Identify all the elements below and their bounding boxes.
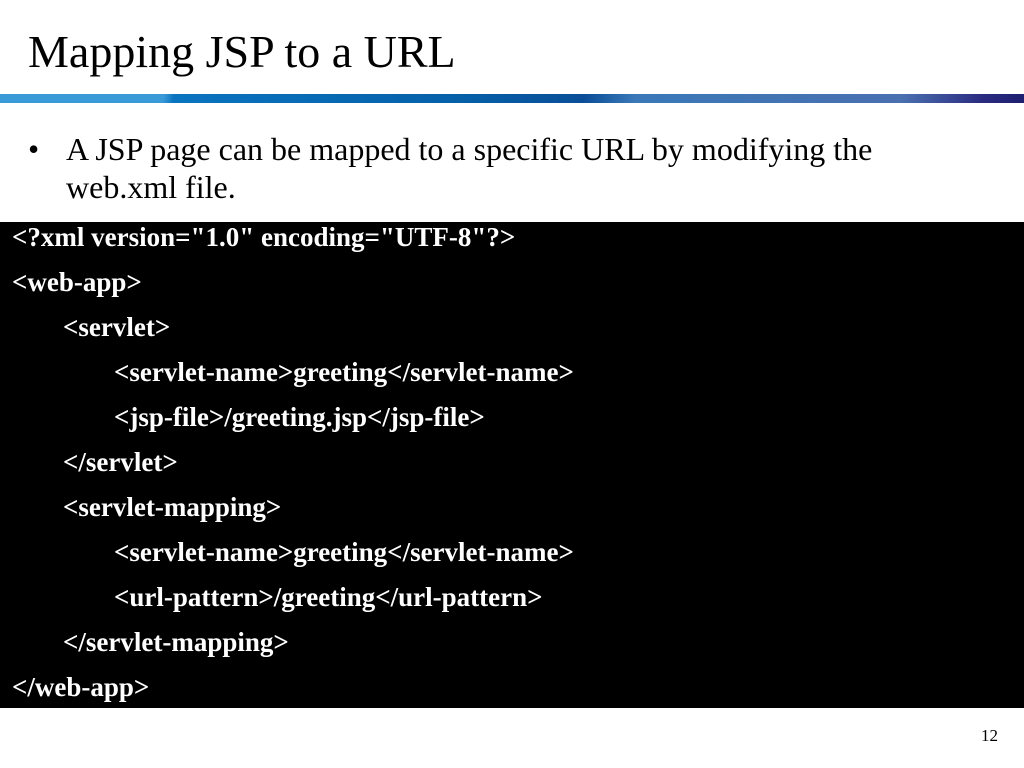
bullet-item: • A JSP page can be mapped to a specific… — [28, 130, 968, 206]
title-divider-bar — [0, 94, 1024, 103]
page-number: 12 — [981, 726, 998, 745]
code-line: <url-pattern>/greeting</url-pattern> — [114, 582, 543, 612]
code-line: <web-app> — [12, 267, 142, 297]
code-line: <jsp-file>/greeting.jsp</jsp-file> — [114, 402, 485, 432]
code-block: <?xml version="1.0" encoding="UTF-8"?> <w… — [0, 222, 1024, 708]
code-line: </servlet-mapping> — [63, 627, 289, 657]
code-line: <servlet> — [63, 312, 171, 342]
code-line: </web-app> — [12, 672, 150, 702]
code-line: <servlet-mapping> — [63, 492, 282, 522]
bullet-text: A JSP page can be mapped to a specific U… — [66, 131, 873, 205]
code-line: <servlet-name>greeting</servlet-name> — [114, 357, 574, 387]
code-line: </servlet> — [63, 447, 178, 477]
code-line: <?xml version="1.0" encoding="UTF-8"?> — [12, 222, 516, 252]
slide-title: Mapping JSP to a URL — [28, 26, 456, 77]
code-line: <servlet-name>greeting</servlet-name> — [114, 537, 574, 567]
bullet-marker: • — [28, 131, 40, 167]
